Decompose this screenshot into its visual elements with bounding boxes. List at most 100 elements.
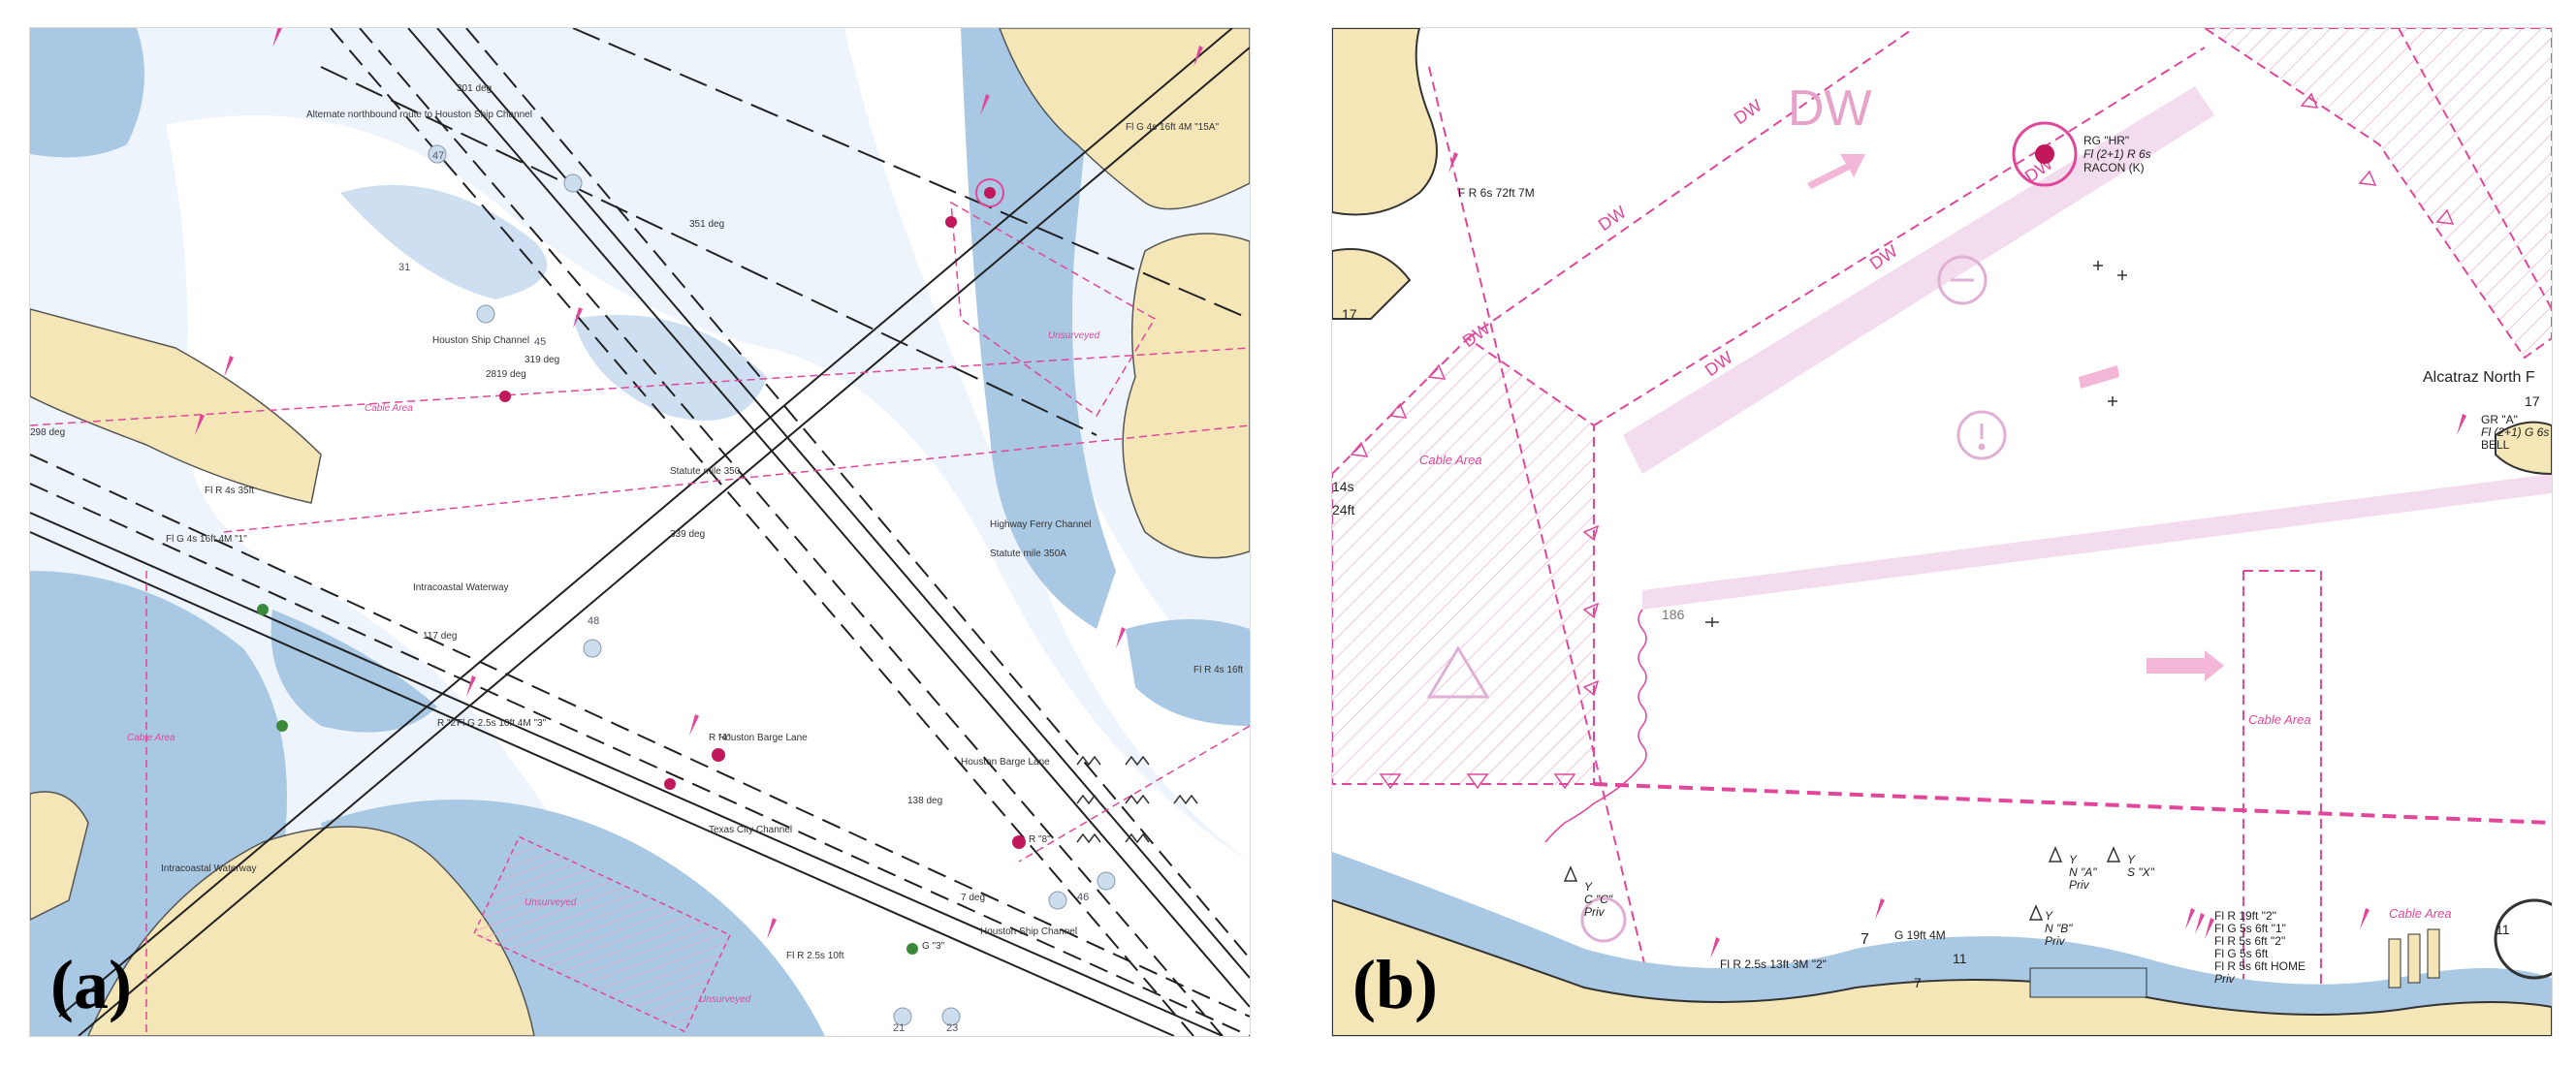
unsurveyed-label: Unsurveyed xyxy=(699,994,751,1005)
buoy-label: Priv xyxy=(2045,934,2066,948)
sounding-value: 23 xyxy=(946,1022,958,1034)
sounding-value: 45 xyxy=(534,336,546,348)
shallow-water-area xyxy=(270,610,437,733)
light-label: Fl R 2.5s 10ft xyxy=(786,951,844,961)
medium-water-area xyxy=(340,184,548,299)
light-label: Fl G 5s 6ft xyxy=(2214,947,2269,960)
waterway-label: Intracoastal Waterway xyxy=(161,863,257,874)
cable-area-label: Cable Area xyxy=(2389,906,2452,921)
light-label: Fl G 2.5s 10ft 4M "3" xyxy=(457,718,547,729)
bearing-label: 117 deg xyxy=(423,631,457,642)
border-triangles xyxy=(1350,92,2455,790)
chart-b-svg: DW DW DW DW DW DW DW xyxy=(1332,28,2552,1036)
unsurveyed-label: Unsurveyed xyxy=(1048,330,1100,341)
buoy-label: Priv xyxy=(2069,878,2090,892)
cable-area-label: Cable Area xyxy=(2248,712,2311,727)
restricted-area xyxy=(2203,28,2552,360)
cable-area-label: Cable Area xyxy=(1419,453,1482,467)
unsurveyed-label: Unsurveyed xyxy=(525,897,577,908)
deep-water-label: DW xyxy=(1731,96,1765,129)
sounding-value: 17 xyxy=(2525,393,2540,409)
racon-label: Fl (2+1) R 6s xyxy=(2083,147,2151,161)
route-label: Alternate northbound route to Houston Sh… xyxy=(306,110,532,120)
cable-area-label: Cable Area xyxy=(365,403,413,414)
nautical-chart-panel-a: Alternate northbound route to Houston Sh… xyxy=(29,27,1251,1037)
land-mass xyxy=(2495,421,2552,476)
cable-wave xyxy=(1544,609,1647,843)
panel-label-b: (b) xyxy=(1352,946,1438,1023)
panel-label-a: (a) xyxy=(50,946,132,1023)
waterway-label: Intracoastal Waterway xyxy=(413,582,509,593)
mile-label: Statute mile 350A xyxy=(990,549,1066,559)
racon-ring xyxy=(2012,121,2078,187)
bearing-label: 7 deg xyxy=(961,893,985,903)
land-mass xyxy=(30,791,89,921)
light-label: Fl G 4s 16ft 4M "15A" xyxy=(1126,122,1219,133)
light-label: G 19ft 4M xyxy=(1894,928,1946,942)
pier xyxy=(2388,938,2401,989)
bearing-label: 351 deg xyxy=(689,219,724,230)
deep-water-area xyxy=(166,115,1250,1036)
shallow-water-area xyxy=(961,28,1116,629)
light-label: Fl R 2.5s 13ft 3M "2" xyxy=(1720,957,1827,971)
sounding-value: 46 xyxy=(1077,892,1089,903)
sounding-value: 21 xyxy=(893,1022,905,1034)
buoys xyxy=(257,178,1026,955)
depth-label: 24ft xyxy=(1332,502,1354,518)
bearing-label: 339 deg xyxy=(670,529,705,540)
light-label: Fl R 5s 6ft "2" xyxy=(2214,934,2285,948)
light-label: Fl G 4s 16ft 4M "1" xyxy=(166,534,247,545)
shipping-lanes xyxy=(30,28,1250,1036)
pier xyxy=(2407,933,2421,984)
channel-label: Houston Ship Channel xyxy=(980,926,1077,937)
sounding-value: 31 xyxy=(398,262,410,273)
depth-label: 14s xyxy=(1332,479,1354,494)
sounding-value: 47 xyxy=(432,150,444,162)
shoreline-shallow xyxy=(1332,852,2552,1036)
buoy-label: Y xyxy=(2045,909,2053,923)
traffic-arrows xyxy=(1807,154,2224,681)
bearing-label: 2819 deg xyxy=(486,369,526,380)
breakwater-arc xyxy=(2494,898,2552,980)
sounding-value: 11 xyxy=(1953,951,1967,966)
land-mass xyxy=(1332,898,2552,1036)
traffic-lane xyxy=(1642,474,2552,610)
wave-symbols xyxy=(1076,755,1198,844)
land-mass xyxy=(1332,248,1412,320)
buoy-label: S "X" xyxy=(2127,865,2155,879)
light-flares xyxy=(195,28,1203,939)
sounding-value: 7 xyxy=(1914,975,1922,990)
light-label: Fl R 5s 6ft HOME xyxy=(2214,959,2306,973)
caution-symbols xyxy=(1426,255,2007,943)
shallow-water-area xyxy=(30,28,144,158)
place-label: Alcatraz North F xyxy=(2423,369,2535,386)
traffic-lane xyxy=(1623,86,2214,474)
nautical-chart-panel-b: DW DW DW DW DW DW DW xyxy=(1331,27,2553,1037)
boundary-lines xyxy=(1428,28,2552,1036)
sounding-value: 48 xyxy=(588,615,599,627)
cable-area-outline xyxy=(950,201,1157,418)
cable-area-label: Cable Area xyxy=(127,733,175,743)
bold-boundary xyxy=(1593,782,2552,825)
buoy-symbols xyxy=(1563,846,2121,921)
sounding-value: 17 xyxy=(1342,306,1357,322)
unsurveyed-area xyxy=(473,835,731,1033)
buoy-label: N "A" xyxy=(2069,865,2097,879)
light-label: Priv xyxy=(2214,972,2236,986)
sounding-value: 7 xyxy=(1860,931,1869,948)
buoy-label: Priv xyxy=(1584,905,1606,919)
light-flares xyxy=(1448,152,2466,958)
buoy-label: R "2" xyxy=(437,718,460,729)
depth-label: 186 xyxy=(1662,607,1685,622)
buoy-label: R "8" xyxy=(1029,834,1051,845)
buoy-label: R "4" xyxy=(709,733,731,743)
medium-water-area xyxy=(573,315,767,421)
bearing-label: 319 deg xyxy=(525,355,559,365)
channel-label: Houston Ship Channel xyxy=(432,335,529,346)
deep-water-label: DW xyxy=(1788,80,1872,137)
magenta-routes xyxy=(30,347,1250,1036)
racon-buoy xyxy=(2035,144,2054,164)
deep-water-label: DW xyxy=(1866,241,1901,274)
light-label: Fl R 4s 16ft xyxy=(1193,665,1243,675)
land-mass xyxy=(1332,28,1438,216)
